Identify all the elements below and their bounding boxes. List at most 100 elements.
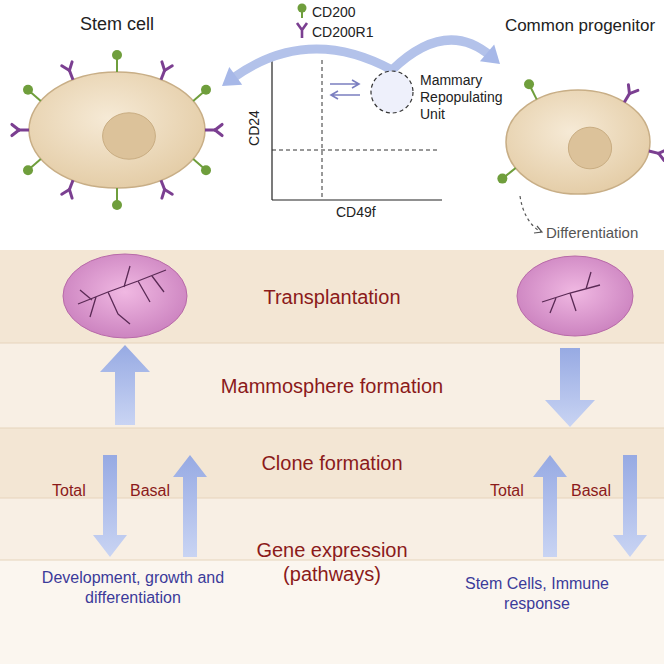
cd200r1-receptor <box>629 90 637 93</box>
decrease-arrow <box>613 455 647 557</box>
cd200-ligand <box>23 85 33 95</box>
label-holder: Total <box>490 482 524 500</box>
cd200r1-receptor <box>62 190 70 195</box>
population-gate: Mammary Repopulating Unit <box>370 70 510 136</box>
cd200-ligand <box>201 165 211 175</box>
label-holder: Development, growth and differentiation <box>38 568 228 608</box>
label-holder: CD24 <box>236 120 272 136</box>
band-ground <box>0 343 664 428</box>
band-title: Gene expression (pathways) <box>237 538 427 586</box>
cell-heading: Stem cell <box>12 6 222 35</box>
plot-axis <box>271 58 272 200</box>
label-holder: CD49f <box>336 204 376 220</box>
cell-nucleus <box>568 127 611 169</box>
ductal-branches <box>78 266 166 324</box>
text-label: Basal <box>571 482 611 500</box>
cd200-ligand <box>116 188 118 201</box>
gate-label: Mammary Repopulating Unit <box>420 70 508 123</box>
legend-row: CD200R1 <box>312 24 373 40</box>
label-holder: Stem Cells, Immune response <box>452 574 622 614</box>
differentiation-arrowhead <box>534 226 542 233</box>
label-holder: Basal <box>130 482 170 500</box>
decrease-arrow <box>93 455 127 557</box>
label-holder: Total <box>52 482 86 500</box>
cd200-ligand <box>193 92 203 101</box>
cd200r1-receptor <box>69 62 72 71</box>
gland-outgrowth <box>63 254 187 338</box>
cd200-ligand <box>505 168 515 176</box>
text-label: Total <box>490 482 524 500</box>
cell-membrane <box>506 90 650 194</box>
cd200-ligand <box>116 59 118 72</box>
cell-heading: Common progenitor <box>500 8 660 36</box>
text-label: Basal <box>130 482 170 500</box>
band-divider <box>0 343 664 344</box>
cd200r1-receptor <box>215 130 222 136</box>
cd200-ligand <box>531 88 537 100</box>
text-label: Stem Cells, Immune response <box>452 574 622 614</box>
cd200-symbol <box>298 4 307 13</box>
band-ground <box>0 428 664 498</box>
text-label: Differentiation <box>546 224 638 241</box>
gland-outgrowth <box>517 256 633 336</box>
legend-text: CD200R1 <box>312 24 373 40</box>
assay-band: Transplantation <box>0 250 664 343</box>
cd200-ligand <box>524 79 534 89</box>
plot-axis <box>272 199 442 200</box>
band-divider <box>0 498 664 499</box>
cd200r1-receptor <box>659 153 664 160</box>
text-label: CD49f <box>336 204 376 220</box>
lineage-arrow <box>222 49 392 86</box>
cell-drawing <box>500 8 660 202</box>
cd200-ligand <box>112 50 122 60</box>
lineage-arrow <box>232 49 392 79</box>
arrowhead <box>480 45 500 64</box>
cd200-ligand <box>31 159 41 168</box>
legend-text: CD200 <box>312 4 356 20</box>
differentiation-arrow <box>520 196 541 232</box>
label-holder: Basal <box>571 482 611 500</box>
cell-nucleus <box>103 113 156 159</box>
band-title: Transplantation <box>263 285 400 309</box>
cell-type: Stem cell <box>12 6 222 200</box>
cd200-ligand <box>201 85 211 95</box>
band-ground <box>0 250 664 343</box>
cd200-ligand <box>31 92 41 101</box>
band-title: Mammosphere formation <box>221 374 443 398</box>
cd200-ligand <box>23 165 33 175</box>
lineage-arrow <box>392 40 491 70</box>
increase-arrow <box>173 455 207 557</box>
gate-circle <box>370 70 416 116</box>
gate-circle <box>371 71 413 113</box>
gate-line <box>322 60 323 200</box>
assay-band: Clone formation <box>0 428 664 498</box>
cd200r1-receptor <box>12 124 19 130</box>
cd200r1-symbol <box>297 23 307 38</box>
label-holder: Differentiation <box>546 224 638 241</box>
cd200-ligand <box>112 200 122 210</box>
text-label: Development, growth and differentiation <box>38 568 228 608</box>
transition-arrow <box>330 80 359 88</box>
cd200-ligand <box>193 159 203 168</box>
band-title: Clone formation <box>261 451 402 475</box>
increase-arrow <box>533 455 567 557</box>
transition-arrow <box>331 91 360 99</box>
cell-membrane <box>29 72 205 188</box>
text-label: CD24 <box>246 110 262 146</box>
decrease-arrow <box>545 348 595 427</box>
cd200-ligand <box>497 174 507 184</box>
lineage-arrow <box>392 40 500 70</box>
text-label: Total <box>52 482 86 500</box>
cell-drawing <box>12 6 222 200</box>
arrowhead <box>222 67 242 86</box>
legend-row: CD200 <box>312 4 356 20</box>
cd200r1-receptor <box>165 66 173 71</box>
cell-type: Common progenitor <box>500 8 660 202</box>
assay-band: Mammosphere formation <box>0 343 664 428</box>
cd200r1-receptor <box>162 190 165 199</box>
gate-line <box>272 150 440 151</box>
band-divider <box>0 428 664 429</box>
ductal-branches <box>542 272 600 313</box>
increase-arrow <box>100 345 150 425</box>
